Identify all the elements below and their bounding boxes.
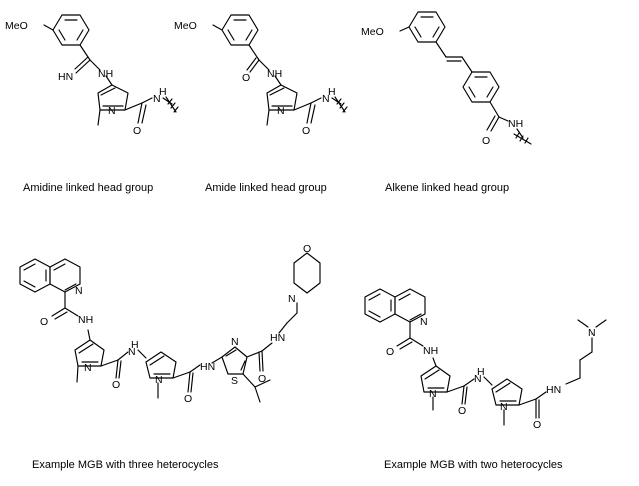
two-nme2-n-label: N <box>588 327 596 339</box>
caption-amide: Amide linked head group <box>205 182 327 194</box>
three-thiazole-s-label: S <box>231 375 238 387</box>
amidine-ring-n-label: N <box>108 105 116 117</box>
three-morpholine-o-label: O <box>303 243 311 255</box>
alkene-nh-label: NH <box>508 118 523 130</box>
two-nh1-label: NH <box>423 345 438 357</box>
three-morpholine-n-label: N <box>288 293 296 305</box>
amidine-amide-h-label: H <box>159 86 167 98</box>
two-hn-label: HN <box>546 384 561 396</box>
amidine-head-group-structure: MeO NH HN N O N H Amidine linked head gr… <box>5 14 179 194</box>
amide-ring-n-label: N <box>277 105 285 117</box>
alkene-meo-label: MeO <box>361 26 384 38</box>
three-isoquinoline-n-label: N <box>75 285 83 297</box>
three-nh4-label: HN <box>270 332 285 344</box>
caption-two-heterocycles: Example MGB with two heterocycles <box>384 459 563 471</box>
two-o2-label: O <box>458 405 466 417</box>
amidine-amide-n-label: N <box>153 93 161 105</box>
two-isoquinoline-n-label: N <box>420 316 428 328</box>
amide-o-label: O <box>302 125 310 137</box>
amidine-hn-label: HN <box>58 71 73 83</box>
alkene-o-label: O <box>482 135 490 147</box>
amide-amide-n-label: N <box>322 93 330 105</box>
three-o4-label: O <box>258 373 266 385</box>
three-o2-label: O <box>112 379 120 391</box>
two-n2-label: N <box>474 373 482 385</box>
two-pyrrole1-n-label: N <box>429 388 437 400</box>
amide-head-o-label: O <box>242 72 250 84</box>
mgb-two-heterocycles-structure: N O NH N O N H N O HN N Example MGB with… <box>364 288 607 471</box>
two-o3-label: O <box>533 419 541 431</box>
amide-meo-label: MeO <box>174 20 197 32</box>
amide-amide-h-label: H <box>328 86 336 98</box>
amidine-o-label: O <box>133 125 141 137</box>
three-nh1-label: NH <box>78 314 93 326</box>
two-o1-label: O <box>386 346 394 358</box>
amidine-nh-label: NH <box>98 68 113 80</box>
two-pyrrole2-n-label: N <box>500 401 508 413</box>
three-o1-label: O <box>40 316 48 328</box>
three-o3-label: O <box>184 393 192 405</box>
amide-head-group-structure: MeO NH O N O N H Amide linked head group <box>174 14 348 194</box>
mgb-three-heterocycles-structure: N O NH N O N H N O HN N S O HN N O Examp… <box>19 243 321 471</box>
amidine-meo-label: MeO <box>5 20 28 32</box>
three-nh3-label: HN <box>200 361 215 373</box>
alkene-head-group-structure: MeO O NH Alkene linked head group <box>361 11 532 194</box>
three-pyrrole2-n-label: N <box>155 374 163 386</box>
three-h2-label: H <box>131 339 139 351</box>
caption-three-heterocycles: Example MGB with three heterocycles <box>32 459 219 471</box>
two-h2-label: H <box>477 366 485 378</box>
caption-amidine: Amidine linked head group <box>23 182 153 194</box>
three-n2-label: N <box>128 346 136 358</box>
three-pyrrole1-n-label: N <box>84 362 92 374</box>
caption-alkene: Alkene linked head group <box>385 182 509 194</box>
amide-nh-label: NH <box>267 68 282 80</box>
three-thiazole-n-label: N <box>231 336 239 348</box>
